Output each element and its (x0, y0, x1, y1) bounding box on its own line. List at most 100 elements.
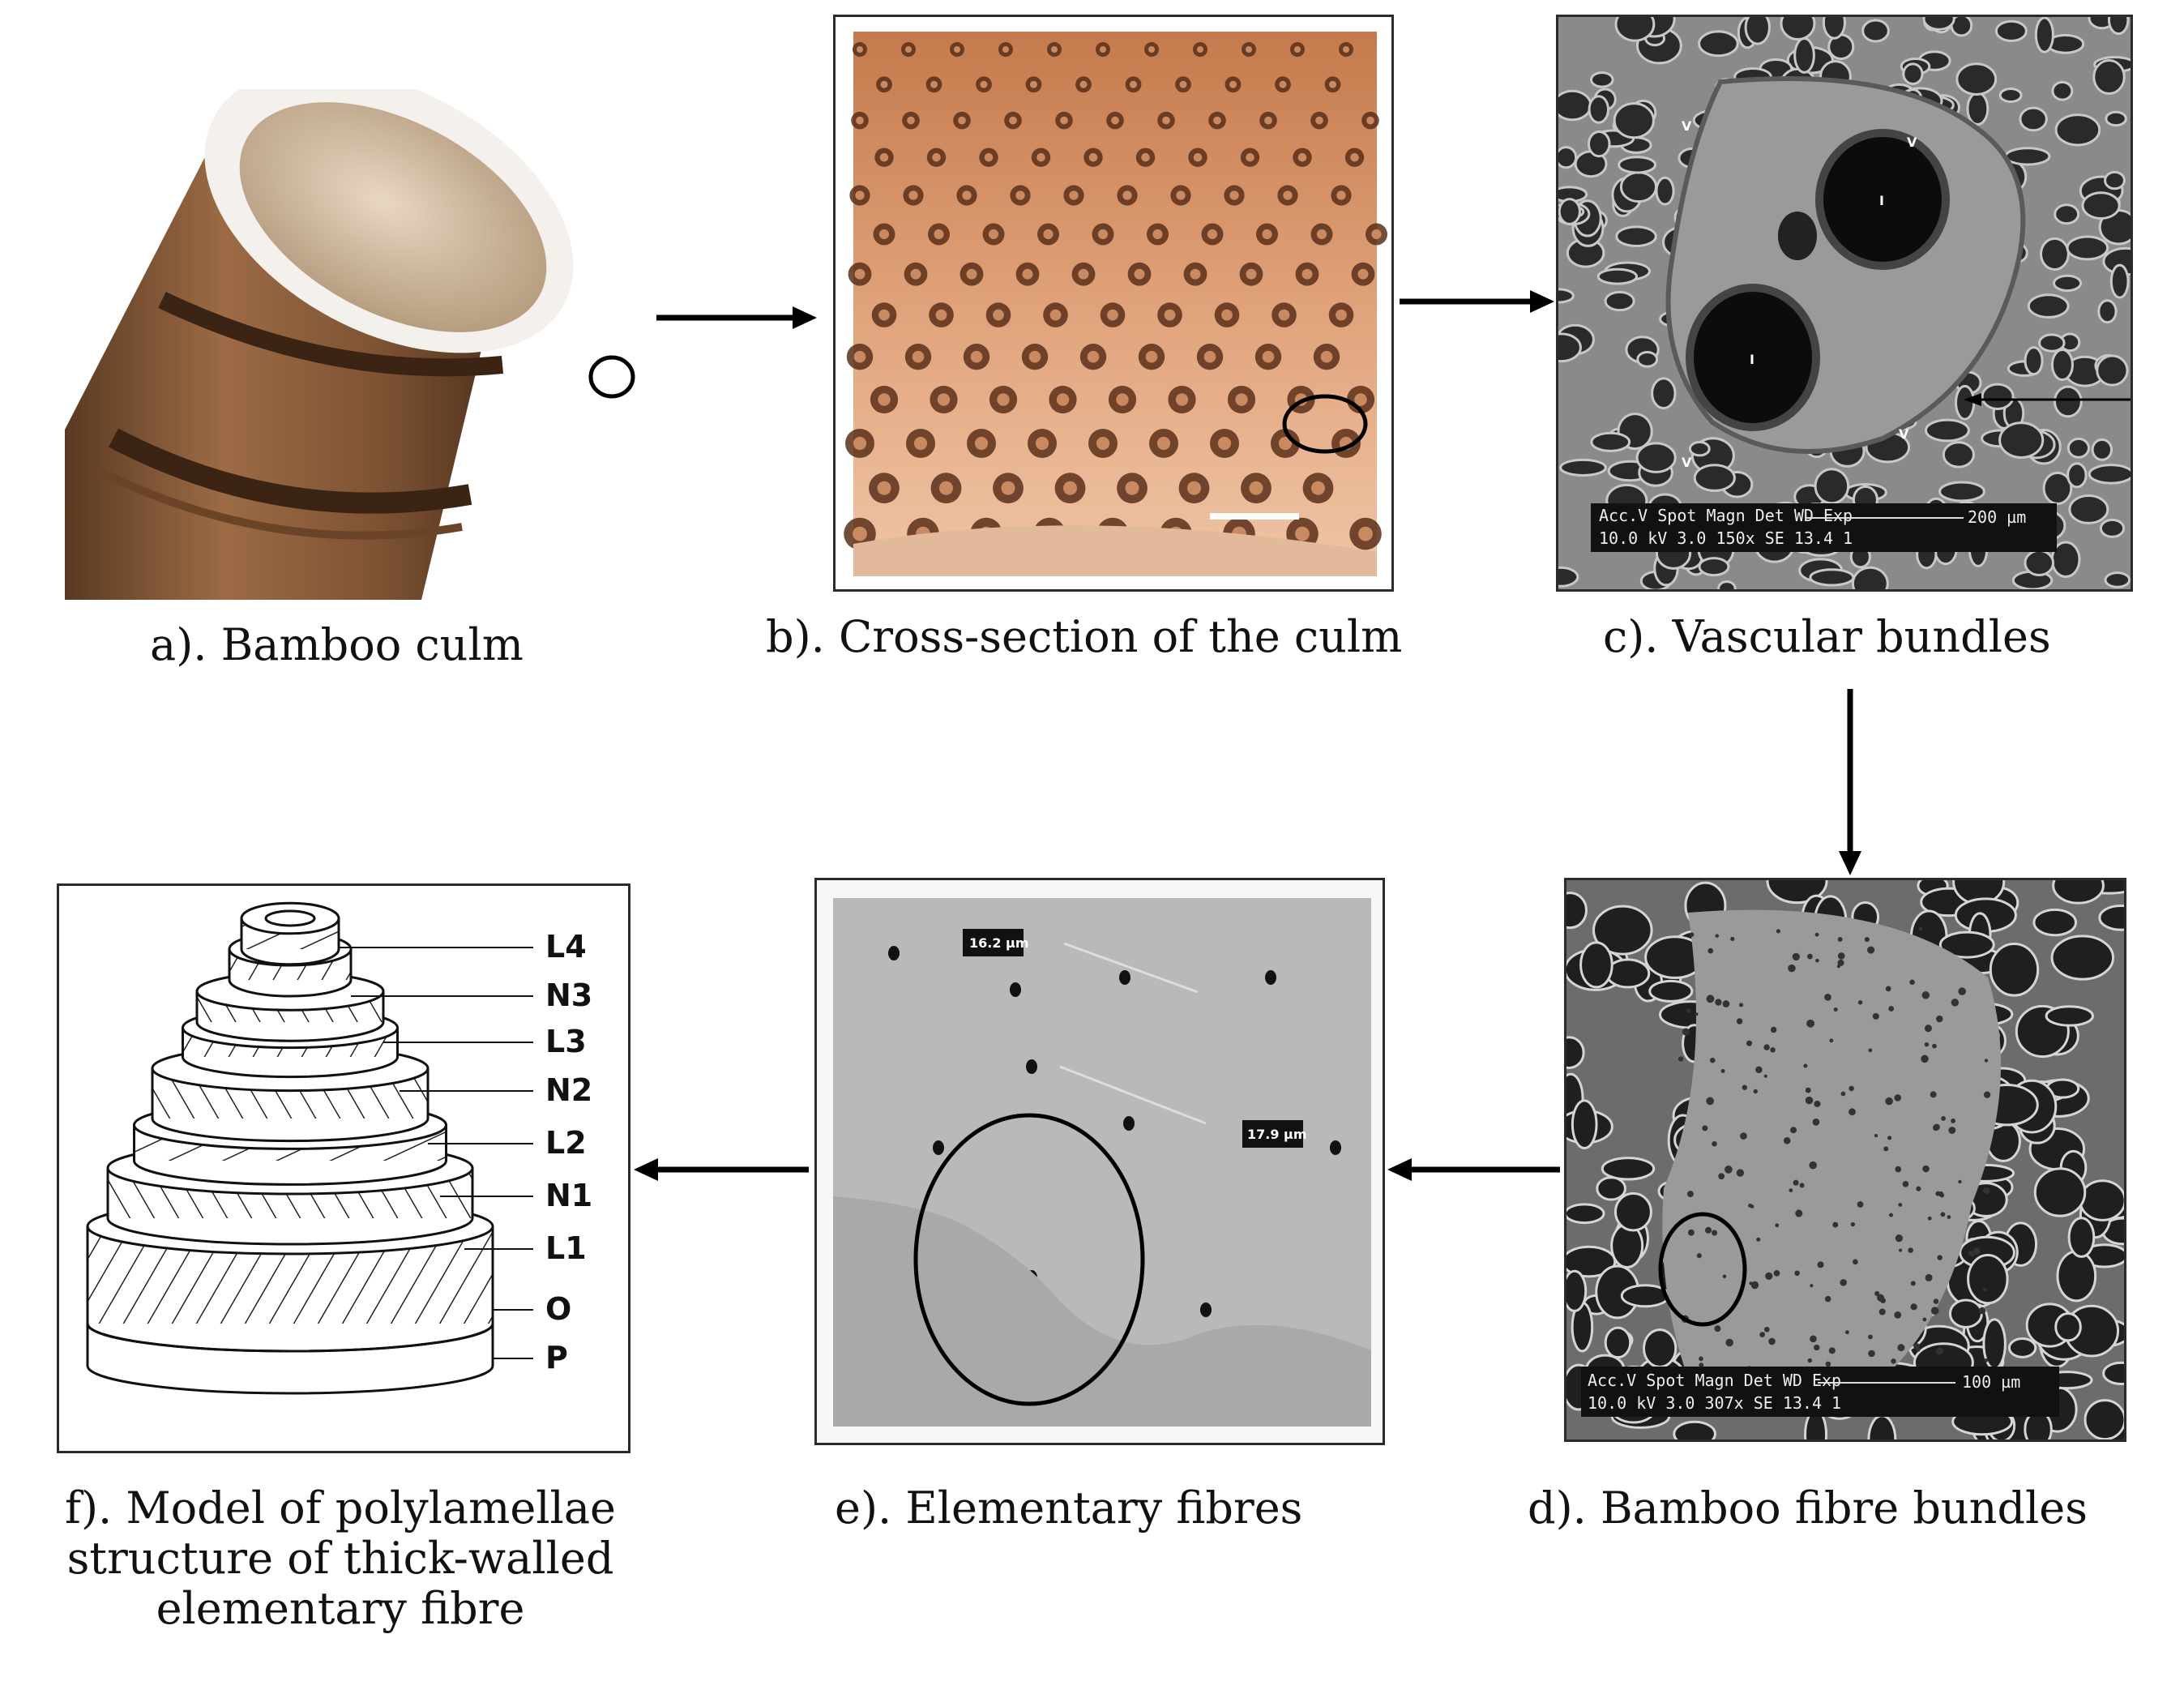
fibre-lumen (1932, 1043, 1937, 1049)
parenchyma-cell (1558, 566, 1579, 588)
parenchyma-cell (1592, 905, 1653, 956)
vascular-bundle-core (1036, 152, 1045, 162)
parenchyma-cell (2007, 1337, 2037, 1358)
fibre-lumen (1936, 1015, 1943, 1023)
fibre-lumen (1874, 1290, 1880, 1296)
parenchyma-cell (1590, 431, 1631, 452)
vascular-bundle-core (1179, 80, 1187, 88)
fibre-lumen (1715, 999, 1722, 1006)
vascular-bundle-core (1366, 116, 1374, 125)
fibre-lumen (1933, 1123, 1940, 1131)
fibre-lumen (1796, 1209, 1801, 1214)
fibre-lumen (1894, 1094, 1902, 1102)
parenchyma-cell (1588, 95, 1609, 124)
vascular-bundle-core (1329, 80, 1336, 88)
vascular-bundle-core (1310, 481, 1326, 495)
fibre-lumen (1874, 1134, 1878, 1138)
fibre-lumen (1730, 936, 1735, 941)
fibre-lumen (1807, 1358, 1813, 1363)
fibre-lumen (1984, 1059, 1989, 1063)
parenchyma-cell (2054, 1311, 2082, 1342)
parenchyma-cell (1902, 62, 1924, 85)
fibre-lumen (1814, 1344, 1820, 1351)
parenchyma-cell (2032, 908, 2078, 937)
parenchyma-cell (1942, 441, 1975, 468)
fibre-lumen (1759, 1332, 1766, 1337)
caption-f-line-2: structure of thick-walled (66, 1533, 614, 1584)
parenchyma-cell (1566, 1203, 1605, 1225)
fibre-lumen (1837, 959, 1844, 966)
fibre-lumen (1868, 1350, 1875, 1358)
label-i2: I (1750, 352, 1754, 367)
fibre-lumen (1921, 991, 1930, 999)
fibre-lumen (1867, 946, 1875, 954)
fibre-lumen (1776, 929, 1780, 934)
fibre-lumen (1951, 1119, 1956, 1123)
fibre-lumen (1868, 1048, 1873, 1053)
fibre-lumen (1746, 1040, 1753, 1046)
fibre-lumen (1895, 1166, 1902, 1173)
parenchyma-cell (2033, 1167, 2087, 1217)
parenchyma-cell (1558, 146, 1578, 169)
vascular-bundle-core (910, 268, 921, 280)
fibre-lumen (1984, 1358, 1989, 1362)
parenchyma-cell (1998, 87, 2023, 103)
fibre-lumen (1837, 937, 1843, 942)
vascular-bundle-core (878, 229, 890, 240)
fibre-lumen (1864, 937, 1870, 943)
fibre-lumen (1877, 1294, 1885, 1302)
fibre-lumen (1806, 1019, 1815, 1028)
fibre-lumen (1857, 1000, 1863, 1005)
fibre-bundles-sem-image: Acc.V Spot Magn Det WD Exp 10.0 kV 3.0 3… (1566, 880, 2124, 1439)
vascular-bundle-core (907, 116, 915, 125)
fibre-lumen (1837, 952, 1845, 960)
elementary-fibre-highlight-circle (913, 1113, 1145, 1406)
caption-f-line-3: elementary fibre (156, 1583, 525, 1634)
parenchyma-cell (1566, 1269, 1588, 1312)
vascular-bundle-core (1235, 393, 1248, 406)
elementary-fibres-image: 16.2 µm 17.9 µm (817, 880, 1383, 1443)
vascular-bundle-core (1320, 350, 1333, 363)
vascular-bundle-core (1278, 436, 1293, 451)
parenchyma-cell (2034, 17, 2054, 53)
fibre-lumen (1330, 1140, 1341, 1155)
fibre-lumen (1829, 1038, 1834, 1043)
vascular-bundle-core (1001, 481, 1015, 495)
fibre-lumen (1978, 1307, 1986, 1315)
fibre-lumen (1749, 1281, 1753, 1285)
cross-section-image (844, 32, 1387, 576)
parenchyma-cell (1601, 1157, 1656, 1181)
fibre-lumen (1895, 1234, 1904, 1243)
parenchyma-cell (1566, 1036, 1585, 1069)
fibre-lumen (1910, 1303, 1917, 1311)
vascular-bundle-core (1062, 481, 1078, 495)
label-v1: V (1907, 135, 1917, 150)
fibre-lumen (1936, 1347, 1944, 1355)
vascular-bundle-core (962, 190, 972, 200)
fibre-lumen (1763, 1044, 1770, 1050)
fibre-lumen (1924, 1025, 1932, 1033)
caption-f-line-1: f). Model of polylamellae (65, 1482, 616, 1534)
fibre-lumen (1775, 1223, 1780, 1228)
parenchyma-cell (2068, 494, 2109, 524)
vascular-bundle-highlight-circle (1282, 394, 1368, 454)
vascular-bundle-core (1213, 116, 1221, 125)
parenchyma-cell (2066, 437, 2090, 459)
fibre-lumen (1783, 1136, 1791, 1144)
fibre-lumen (1828, 1347, 1836, 1354)
fibre-lumen (1918, 926, 1923, 931)
parenchyma-cell (2045, 1005, 2094, 1027)
fibre-lumen (1699, 1356, 1703, 1362)
fibre-lumen (1026, 1059, 1037, 1074)
vascular-bundle-core (1262, 229, 1272, 240)
vascular-bundle-core (974, 436, 989, 451)
fibre-lumen (1836, 965, 1841, 969)
d-databar-values: 10.0 kV 3.0 307x SE 13.4 1 (1588, 1393, 1841, 1413)
vascular-bundle-core (997, 393, 1010, 406)
fibre-lumen (1968, 1251, 1973, 1256)
fibre-lumen (1883, 1146, 1889, 1152)
vascular-bundle-core (1056, 393, 1070, 406)
vascular-bundle-core (880, 80, 888, 88)
